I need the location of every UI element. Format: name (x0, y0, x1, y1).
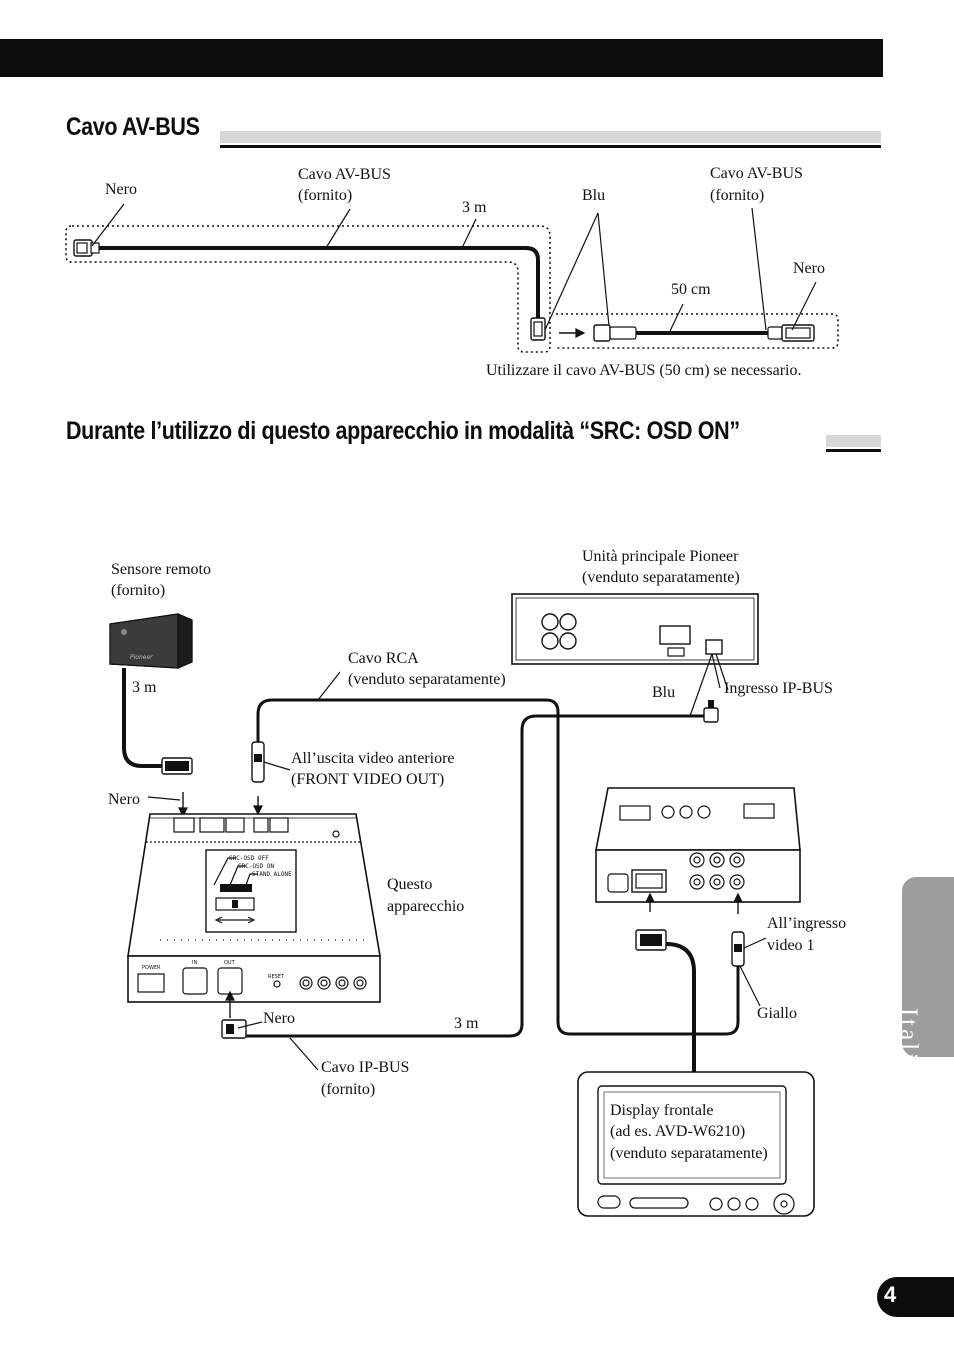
label-display-3: (venduto separatamente) (610, 1145, 768, 1162)
in-label: IN (192, 960, 198, 966)
label-nero-right: Nero (793, 260, 825, 277)
switch-label-3: STAND ALONE (252, 871, 292, 878)
osd-diagram (109, 593, 815, 1217)
section-title-band (66, 131, 881, 143)
label-blu-osd: Blu (652, 684, 676, 701)
reset-label: RESET (268, 974, 285, 980)
switch-label-1: SRC-OSD OFF (229, 855, 269, 862)
label-nero-top: Nero (108, 791, 140, 808)
label-display-2: (ad es. AVD-W6210) (610, 1123, 746, 1140)
label-this-unit-1: Questo (387, 876, 433, 893)
note-50cm-cable: Utilizzare il cavo AV-BUS (50 cm) se nec… (486, 362, 802, 379)
label-blu: Blu (582, 187, 606, 204)
label-length-3m: 3 m (462, 199, 487, 216)
section-title-osd-on: Durante l’utilizzo di questo apparecchio… (66, 417, 740, 445)
page-number-tab (877, 1277, 954, 1317)
label-nero-bottom: Nero (263, 1010, 295, 1027)
label-rca-1: Cavo RCA (348, 650, 419, 667)
language-tab-label: Italiano (895, 1007, 922, 1109)
label-this-unit-2: apparecchio (387, 898, 465, 915)
label-sensor-1: Sensore remoto (111, 561, 211, 578)
switch-label-2: SRC-OSD ON (238, 863, 275, 870)
language-tab (902, 877, 954, 1057)
page-number: 4 (884, 1282, 897, 1307)
label-length-50cm: 50 cm (671, 281, 711, 298)
label-sensor-length: 3 m (132, 679, 157, 696)
label-cable-left-1: Cavo AV-BUS (298, 166, 391, 183)
label-video-in-1: All’ingresso (767, 915, 847, 932)
label-ip-bus-input: Ingresso IP-BUS (724, 680, 833, 697)
label-length-3m-osd: 3 m (454, 1015, 479, 1032)
power-label: POWER (142, 965, 161, 971)
label-cable-right-1: Cavo AV-BUS (710, 165, 803, 182)
header-bar (0, 39, 883, 77)
label-head-unit-2: (venduto separatamente) (582, 569, 740, 586)
label-head-unit-1: Unità principale Pioneer (582, 548, 739, 565)
label-cable-left-2: (fornito) (298, 187, 353, 204)
label-video-in-2: video 1 (767, 937, 815, 954)
label-giallo: Giallo (757, 1005, 797, 1022)
label-sensor-2: (fornito) (111, 582, 166, 599)
section-title-rule (66, 145, 881, 148)
label-front-video-1: All’uscita video anteriore (291, 750, 455, 767)
label-ip-bus-cable-2: (fornito) (321, 1081, 376, 1098)
label-display-1: Display frontale (610, 1102, 714, 1119)
label-nero-left: Nero (105, 181, 137, 198)
label-ip-bus-cable-1: Cavo IP-BUS (321, 1059, 410, 1076)
section-title-av-bus: Cavo AV-BUS (66, 113, 200, 141)
label-cable-right-2: (fornito) (710, 187, 765, 204)
av-bus-diagram (65, 203, 839, 353)
out-label: OUT (224, 960, 235, 966)
sensor-brand: Pioneer (130, 654, 153, 661)
label-rca-2: (venduto separatamente) (348, 671, 506, 688)
label-front-video-2: (FRONT VIDEO OUT) (291, 771, 445, 788)
